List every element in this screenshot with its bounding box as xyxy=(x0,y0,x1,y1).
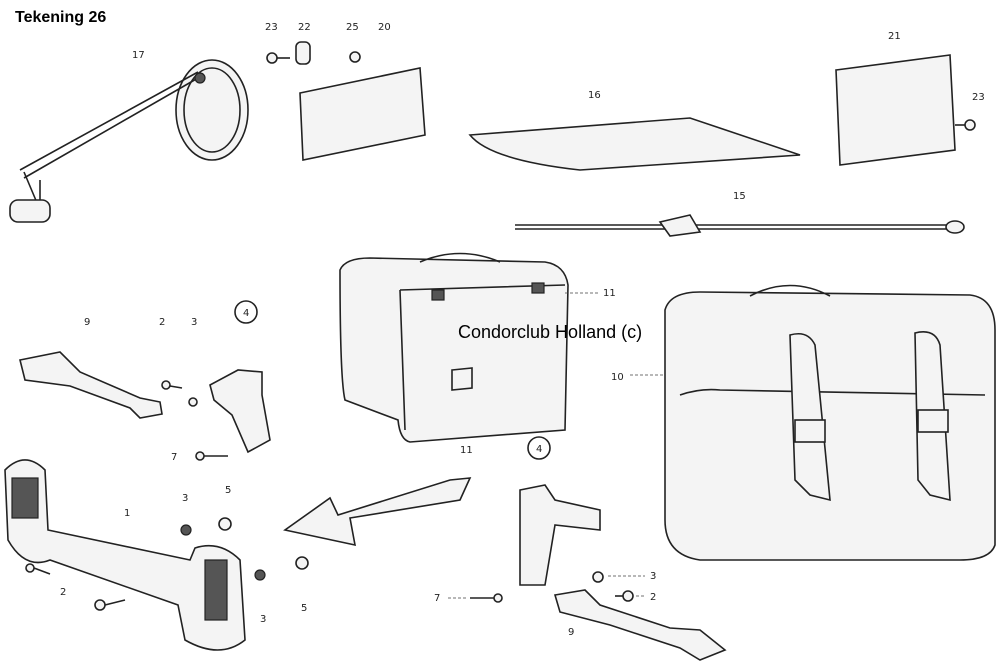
label-4-right: 4 xyxy=(536,444,542,455)
hook-4-left xyxy=(195,300,271,461)
cover-16 xyxy=(468,117,801,171)
label-17: 17 xyxy=(132,50,145,61)
watermark-text: Condorclub Holland (c) xyxy=(458,322,642,342)
direction-arrow xyxy=(283,477,472,547)
bracket-9-left xyxy=(19,351,198,419)
label-16: 16 xyxy=(588,90,601,101)
label-15: 15 xyxy=(733,191,746,202)
hook-4-right xyxy=(470,436,634,603)
label-10: 10 xyxy=(611,372,624,383)
label-2-right: 2 xyxy=(650,592,656,603)
label-23: 23 xyxy=(265,22,278,33)
label-3-bottom: 3 xyxy=(260,614,266,625)
label-7-left: 7 xyxy=(171,452,177,463)
label-11-bottom: 11 xyxy=(460,445,473,456)
strap-15 xyxy=(515,214,965,237)
label-3-mid: 3 xyxy=(182,493,188,504)
top-hardware xyxy=(266,41,361,65)
label-11-top: 11 xyxy=(603,288,616,299)
label-1: 1 xyxy=(124,508,130,519)
label-22: 22 xyxy=(298,22,311,33)
plate-21 xyxy=(835,54,956,166)
bag-11 xyxy=(339,252,569,443)
bag-10 xyxy=(664,284,996,561)
mirror-part xyxy=(9,59,249,223)
label-7-right: 7 xyxy=(434,593,440,604)
label-9-right: 9 xyxy=(568,627,574,638)
label-3-right: 3 xyxy=(650,571,656,582)
label-2-left: 2 xyxy=(159,317,165,328)
label-5-bottom: 5 xyxy=(301,603,307,614)
label-3-left: 3 xyxy=(191,317,197,328)
screw-23-right xyxy=(955,119,976,131)
label-23-right: 23 xyxy=(972,92,985,103)
carrier-1 xyxy=(4,459,309,651)
label-4-left: 4 xyxy=(243,308,249,319)
label-20: 20 xyxy=(378,22,391,33)
label-2-bottom: 2 xyxy=(60,587,66,598)
label-21: 21 xyxy=(888,31,901,42)
drawing-title: Tekening 26 xyxy=(15,9,106,26)
label-9-left: 9 xyxy=(84,317,90,328)
label-5-mid: 5 xyxy=(225,485,231,496)
label-25: 25 xyxy=(346,22,359,33)
plate-20 xyxy=(299,67,426,161)
bracket-9-right xyxy=(553,589,727,661)
